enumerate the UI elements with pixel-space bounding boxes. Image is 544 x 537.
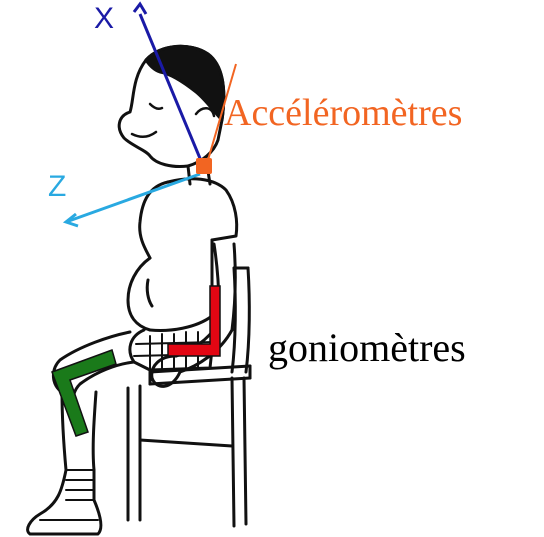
arm	[152, 244, 236, 386]
accelerometers-label: Accéléromètres	[224, 94, 462, 132]
hip-goniometer	[168, 286, 220, 356]
z-axis-label: Z	[48, 172, 66, 202]
chair-illustration	[128, 268, 250, 526]
x-axis-label: X	[94, 4, 114, 34]
accelerometer-sensor	[196, 158, 212, 174]
z-axis-arrow	[66, 174, 200, 226]
goniometers-label: goniomètres	[268, 328, 466, 368]
